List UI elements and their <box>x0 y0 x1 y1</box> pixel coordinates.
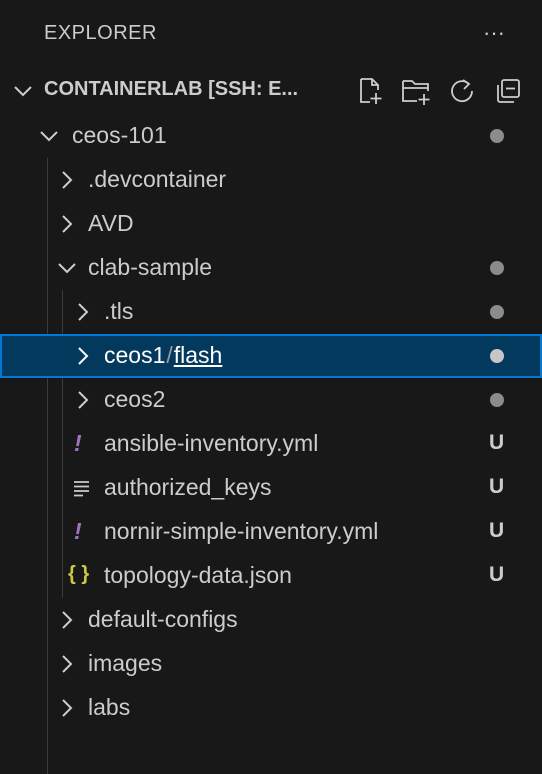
workspace-section-header[interactable]: CONTAINERLAB [SSH: E... <box>0 66 542 114</box>
tree-item-devcontainer[interactable]: .devcontainer <box>0 158 542 202</box>
collapse-all-icon <box>497 79 520 103</box>
tree-item-labs[interactable]: labs <box>0 686 542 730</box>
tree-item-clab-sample[interactable]: clab-sample <box>0 246 542 290</box>
tree-item-nornir-inventory[interactable]: ! nornir-simple-inventory.yml U <box>0 510 542 554</box>
tree-item-topology-data[interactable]: { } topology-data.json U <box>0 554 542 598</box>
tree-item-label: AVD <box>88 210 134 236</box>
new-folder-icon <box>402 80 430 105</box>
tree-item-tls[interactable]: .tls <box>0 290 542 334</box>
modified-dot-badge <box>490 349 504 363</box>
workspace-title: CONTAINERLAB [SSH: E... <box>44 78 299 100</box>
compact-folder-flash[interactable]: flash <box>173 342 223 368</box>
chevron-right-icon <box>78 347 89 365</box>
modified-dot-badge <box>490 305 504 319</box>
chevron-right-icon <box>62 699 73 717</box>
untracked-badge: U <box>489 519 505 542</box>
tree-item-label: default-configs <box>88 606 238 632</box>
chevron-right-icon <box>62 611 73 629</box>
text-file-icon <box>74 481 89 497</box>
chevron-right-icon <box>62 215 73 233</box>
tree-item-images[interactable]: images <box>0 642 542 686</box>
tree-item-label: clab-sample <box>88 254 212 280</box>
refresh-button[interactable] <box>444 74 480 108</box>
chevron-right-icon <box>78 391 89 409</box>
tree-item-label: topology-data.json <box>104 562 292 588</box>
explorer-title: EXPLORER <box>44 22 157 44</box>
tree-item-authorized-keys[interactable]: authorized_keys U <box>0 466 542 510</box>
tree-item-ansible-inventory[interactable]: ! ansible-inventory.yml U <box>0 422 542 466</box>
json-file-icon: { } <box>68 563 90 585</box>
indent-guide <box>62 290 63 598</box>
modified-dot-badge <box>490 393 504 407</box>
yaml-file-icon: ! <box>74 518 82 544</box>
modified-dot-badge <box>490 129 504 143</box>
explorer-header: EXPLORER ··· <box>0 0 542 66</box>
modified-dot-badge <box>490 261 504 275</box>
chevron-down-icon <box>58 263 76 274</box>
tree-item-label: .tls <box>104 298 134 324</box>
new-folder-button[interactable] <box>398 74 434 108</box>
path-separator: / <box>166 342 173 368</box>
tree-item-label: .devcontainer <box>88 166 227 192</box>
tree-item-label: ceos-101 <box>72 122 167 148</box>
untracked-badge: U <box>489 475 505 498</box>
chevron-down-icon <box>14 86 32 97</box>
more-actions-button[interactable]: ··· <box>483 20 505 45</box>
yaml-file-icon: ! <box>74 430 82 456</box>
tree-item-ceos-101[interactable]: ceos-101 <box>0 114 542 158</box>
tree-item-label: authorized_keys <box>104 474 272 500</box>
indent-guide <box>47 158 48 774</box>
untracked-badge: U <box>489 563 505 586</box>
tree-item-default-configs[interactable]: default-configs <box>0 598 542 642</box>
tree-item-label: images <box>88 650 163 676</box>
tree-item-label: ansible-inventory.yml <box>104 430 319 456</box>
new-file-button[interactable] <box>352 74 388 108</box>
tree-item-label: ceos1/flash <box>104 342 222 369</box>
chevron-down-icon <box>40 131 58 142</box>
chevron-right-icon <box>62 655 73 673</box>
untracked-badge: U <box>489 431 505 454</box>
tree-item-label: labs <box>88 694 131 720</box>
compact-folder-ceos1[interactable]: ceos1 <box>104 342 166 368</box>
tree-item-ceos2[interactable]: ceos2 <box>0 378 542 422</box>
tree-item-ceos1-flash[interactable]: ceos1/flash <box>0 334 542 378</box>
tree-item-avd[interactable]: AVD <box>0 202 542 246</box>
collapse-all-button[interactable] <box>490 74 526 108</box>
tree-item-label: nornir-simple-inventory.yml <box>104 518 379 544</box>
refresh-icon <box>451 79 473 103</box>
chevron-right-icon <box>62 171 73 189</box>
chevron-right-icon <box>78 303 89 321</box>
new-file-icon <box>360 78 382 104</box>
tree-item-label: ceos2 <box>104 386 166 412</box>
